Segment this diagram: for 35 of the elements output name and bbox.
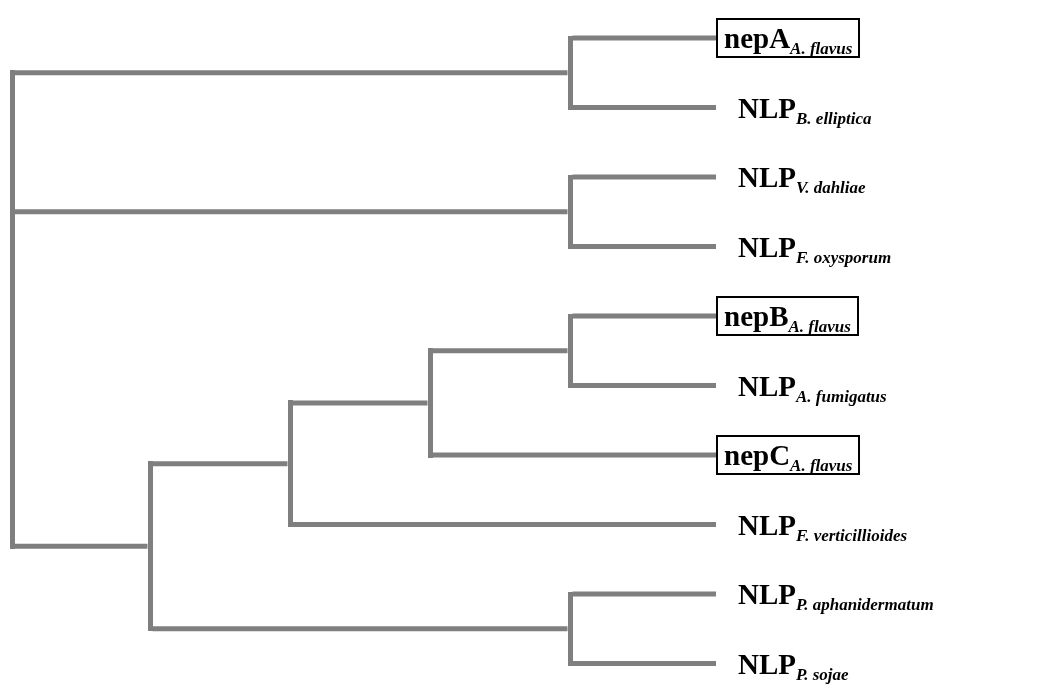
branch-node — [567, 174, 573, 249]
boxed-taxon-label: nepC$_{A. flavus}$ — [716, 435, 861, 475]
tree-branch — [14, 543, 148, 549]
taxon-label: NLP$_{P. aphanidermatum}$ — [716, 574, 942, 614]
branch-node — [567, 35, 573, 110]
branch-node — [9, 70, 15, 549]
branch-node — [427, 348, 433, 458]
taxon-label: NLP$_{F. verticillioides}$ — [716, 504, 916, 545]
tree-branch — [572, 244, 716, 249]
tree-branch — [152, 461, 288, 467]
boxed-taxon-label: nepB$_{A. flavus}$ — [716, 296, 859, 336]
taxon-label: NLP$_{F. oxysporum}$ — [716, 226, 900, 267]
tree-branch — [14, 209, 568, 215]
taxon-label: NLP$_{B. elliptica}$ — [716, 87, 880, 128]
branch-node — [567, 313, 573, 388]
tree-branch — [14, 70, 568, 76]
tree-branch — [432, 348, 568, 354]
taxon-label: NLP$_{A. fumigatus}$ — [716, 365, 895, 406]
tree-branch — [292, 522, 716, 527]
branch-node — [287, 400, 293, 527]
taxon-label: NLP$_{V. dahliae}$ — [716, 157, 874, 197]
branch-node — [567, 591, 573, 666]
tree-branch — [152, 626, 568, 632]
tree-branch — [292, 400, 428, 406]
boxed-taxon-label: nepA$_{A. flavus}$ — [716, 18, 861, 58]
tree-branch — [572, 174, 716, 180]
taxon-label: NLP$_{P. sojae}$ — [716, 643, 857, 684]
tree-branch — [572, 35, 716, 41]
tree-branch — [432, 452, 716, 458]
tree-branch — [572, 313, 716, 319]
tree-branch — [572, 661, 716, 666]
tree-branch — [572, 591, 716, 597]
tree-branch — [572, 383, 716, 388]
branch-node — [147, 461, 153, 632]
tree-branch — [572, 105, 716, 110]
